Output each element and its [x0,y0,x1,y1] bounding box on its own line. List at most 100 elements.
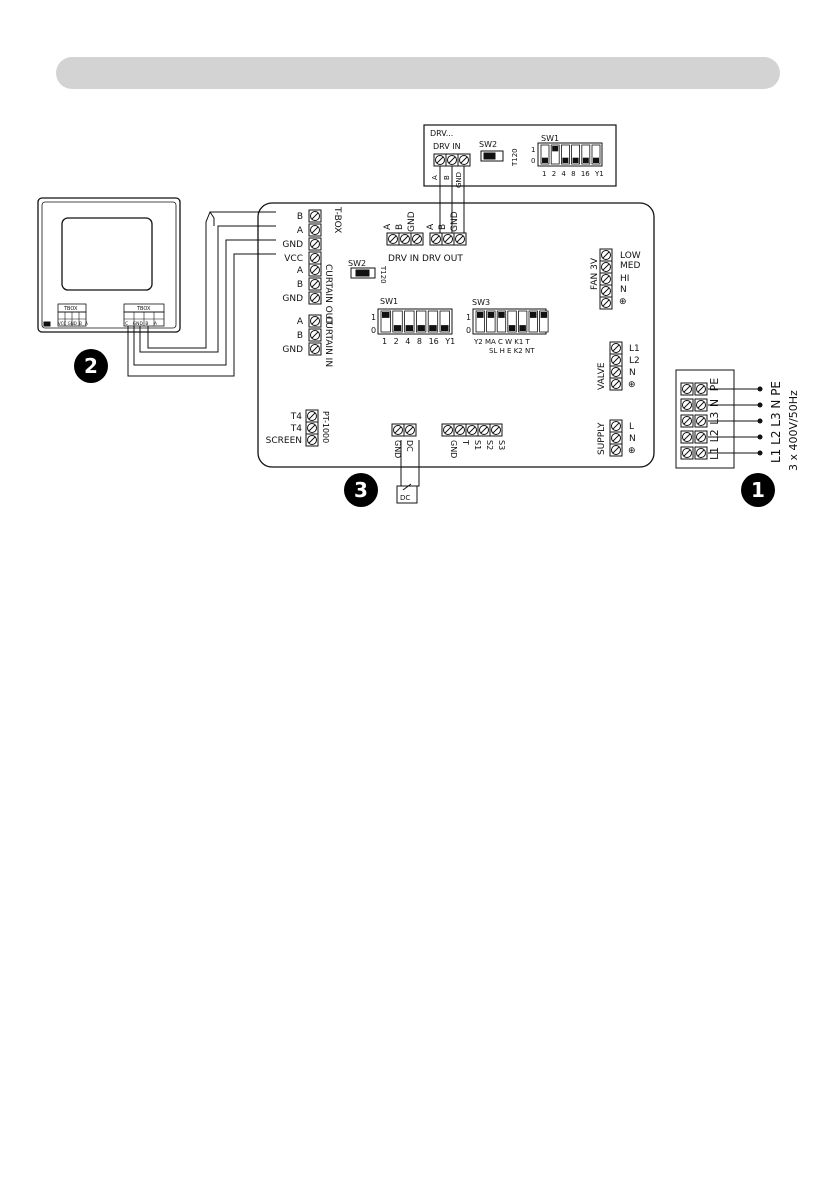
marker-2-text: 2 [84,354,98,378]
drv-module-sw1-bits: 1 2 4 8 16 Y1 [542,170,604,178]
drv-module-term-gnd: GND [455,172,463,188]
drv-module-sw1-switches [540,144,601,165]
dip-switch-knob [405,325,414,331]
power-lines: L1 L2 L3 N PE [769,381,783,463]
dip-switch-slot [380,310,391,333]
inputs-term-gnd: GND [449,440,458,458]
dip-switch-slot [392,310,403,333]
valve-term-l1: L1 [629,344,640,354]
pt-term-screen: SCREEN [266,436,302,446]
valve-term-pe: ⊕ [628,380,636,390]
curtain-in-term-a: A [297,317,304,327]
dip-switch-slot [518,310,528,333]
curtain-out-block: A B GND CURTAIN OUT [282,263,333,325]
pt-label: PT-1000 [321,411,330,443]
drv-module: DRV... DRV IN A B GND SW2 T120 SW1 1 0 1… [423,124,617,188]
dip-switch-knob [519,325,526,331]
sw3: SW3 1 0 Y2 MA C W K1 T SL H E K2 NT [466,298,549,355]
dip-switch-slot [496,310,507,333]
dip-switch-slot [571,144,580,165]
tbox-term-b: B [297,212,303,222]
tbox-term-a: A [297,226,304,236]
dc-term-gnd: GND [393,440,402,458]
marker-3-text: 3 [354,478,368,502]
valve-term-l2: L2 [629,356,640,366]
pt1000-block: T4 T4 SCREEN PT-1000 [266,409,330,447]
dc-block: GND DC DC [391,423,420,504]
panel-cells-right: C GND B A [125,321,158,327]
dip-switch-knob [562,157,569,163]
curtain-in-term-b: B [297,331,303,341]
sw3-row2: SL H E K2 NT [489,347,535,355]
sw2-main: SW2 T120 [348,259,387,284]
drv-module-term-a: A [431,175,439,180]
pt-term-t4b: T4 [290,424,302,434]
curtain-out-term-b: B [297,280,303,290]
dip-switch-knob [498,312,505,318]
drv-wires [436,166,465,234]
tbox-term-gnd: GND [282,240,303,250]
valve-term-n: N [629,368,636,378]
tbox-wires [127,211,276,377]
fan-label: FAN 3V [590,257,600,290]
sw2-main-t120: T120 [379,265,387,284]
sw2-main-label: SW2 [348,259,366,268]
dip-switch-slot [591,144,601,165]
drv-module-sw2-label: SW2 [479,140,497,149]
power-terminal-block: L1 L2 L3 N PE L1 L2 L3 N PE 3 x 400V/50H… [675,369,800,471]
dip-switch-slot [507,310,517,333]
tbox-term-vcc: VCC [284,254,303,264]
dip-switch-slot [427,310,439,333]
dip-switch-knob [487,312,495,318]
valve-label: VALVE [597,362,607,390]
dip-switch-knob [593,157,599,163]
power-terms: L1 L2 L3 N PE [708,378,721,460]
sw1-main-bits: 1 2 4 8 16 Y1 [382,337,455,346]
dc-sensor-label: DC [400,494,410,502]
curtain-out-term-gnd: GND [282,294,303,304]
marker-3: 3 [344,473,378,507]
fan-term-hi: HI [620,274,629,284]
curtain-in-block: A B GND CURTAIN IN [282,314,333,367]
dip-switch-slot [439,310,450,333]
sw3-zero: 0 [466,326,471,335]
dip-switch-slot [528,310,538,333]
supply-term-pe: ⊕ [628,446,636,456]
drv-module-sw1-one: 1 [531,146,535,154]
dip-switch-knob [530,312,537,318]
curtain-in-label: CURTAIN IN [323,316,333,367]
dip-switch-knob [393,325,402,331]
tbox-label: T-BOX [332,206,342,233]
fan-term-n: N [620,285,627,295]
dip-switch-slot [581,144,591,165]
drv-module-t120: T120 [511,148,519,167]
power-spec: 3 x 400V/50Hz [787,390,800,471]
drv-in-out-label: DRV IN DRV OUT [388,254,463,264]
dc-term-dc: DC [405,440,414,452]
sw3-one: 1 [466,313,471,322]
marker-1-text: 1 [751,478,765,502]
dip-switch-slot [550,144,560,165]
sw1-main: SW1 1 0 1 2 4 8 16 Y1 [371,297,455,346]
dip-switch-knob [572,157,579,163]
supply-term-n: N [629,434,636,444]
dip-switch-slot [539,310,549,333]
sw1-main-switches [380,310,450,333]
drv-out-term-b: B [438,224,448,230]
fan-term-low: LOW [620,251,641,261]
fan-block: LOW MED HI N ⊕ FAN 3V [590,248,641,310]
inputs-term-s1: S1 [473,440,482,450]
drv-module-term-b: B [443,175,451,180]
supply-label: SUPPLY [597,422,607,455]
dip-switch-slot [561,144,570,165]
dip-switch-slot [415,310,427,333]
inputs-term-s3: S3 [497,440,506,450]
panel-label-mid: TBOX [136,306,151,312]
dip-switch-slot [475,310,485,333]
tbox-terminal-block: B A GND VCC T-BOX [282,206,342,265]
fan-term-pe: ⊕ [619,297,627,307]
controller-board [257,202,655,468]
panel-cells-left: VCC GND B A [58,321,88,326]
inputs-term-t: T [461,439,470,445]
